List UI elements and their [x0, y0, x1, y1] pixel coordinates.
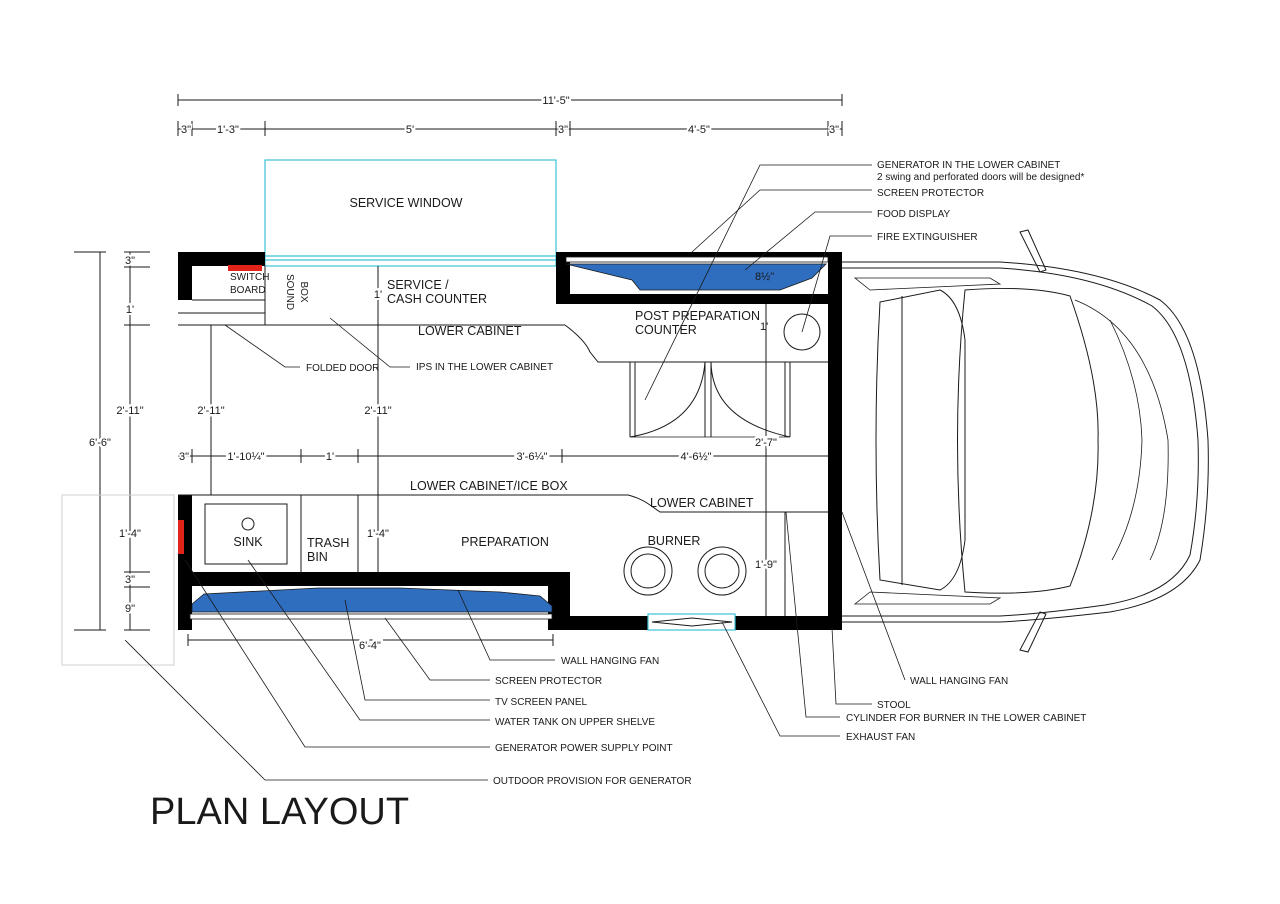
dim-h-1-10: 1'-10¼" — [227, 451, 264, 463]
post-prep-label-1: POST PREPARATION — [635, 309, 760, 323]
dim-v-3top: 3" — [125, 255, 135, 267]
callout-generator-note: 2 swing and perforated doors will be des… — [877, 172, 1084, 183]
trash-label-2: BIN — [307, 550, 328, 564]
dim-h-1: 1' — [326, 451, 334, 463]
callout-screen-protector-top: SCREEN PROTECTOR — [877, 188, 984, 199]
callout-outdoor-generator: OUTDOOR PROVISION FOR GENERATOR — [493, 776, 692, 787]
exhaust-fan-icon — [651, 617, 733, 627]
dim-v-9: 9" — [125, 603, 135, 615]
callout-cylinder-burner: CYLINDER FOR BURNER IN THE LOWER CABINET — [846, 713, 1086, 724]
burner-right-inner — [704, 553, 740, 589]
dim-in-1-9: 1'-9" — [755, 559, 777, 571]
switch-board-red-marker — [228, 265, 262, 271]
dim-3a: 3" — [181, 124, 191, 136]
switch-board-label-1: SWITCH — [230, 272, 269, 283]
callout-ips-lower-cabinet: IPS IN THE LOWER CABINET — [416, 362, 553, 373]
left-dimensions: 6'-6" 3" 1' 2'-11" 1'-4" 3" 9" — [61, 251, 175, 666]
callout-screen-protector-bottom: SCREEN PROTECTOR — [495, 676, 602, 687]
dim-1-small: 1' — [760, 321, 768, 333]
lower-cabinet-top-label: LOWER CABINET — [418, 324, 522, 338]
dim-v-1-4: 1'-4" — [119, 528, 141, 540]
preparation-label: PREPARATION — [461, 535, 549, 549]
dim-in-1-4: 1'-4" — [367, 528, 389, 540]
callout-fire-extinguisher: FIRE EXTINGUISHER — [877, 232, 978, 243]
sink-drain-icon — [241, 517, 255, 531]
post-prep-label-2: COUNTER — [635, 323, 697, 337]
page-title: PLAN LAYOUT — [150, 791, 409, 833]
burner-left — [623, 546, 673, 596]
generator-door-left — [629, 361, 706, 438]
callout-water-tank: WATER TANK ON UPPER SHELVE — [495, 717, 655, 728]
switch-board-label-2: BOARD — [230, 285, 266, 296]
dim-4-5: 4'-5" — [688, 124, 710, 136]
dim-v-1: 1' — [126, 304, 134, 316]
callout-generator-power-supply: GENERATOR POWER SUPPLY POINT — [495, 743, 673, 754]
callout-wall-hanging-fan-right: WALL HANGING FAN — [910, 676, 1008, 687]
dim-h-3-6: 3'-6¼" — [516, 451, 547, 463]
lower-cabinet-right-label: LOWER CABINET — [650, 496, 754, 510]
dim-overall-width: 6'-6" — [89, 437, 111, 449]
trash-label-1: TRASH — [307, 536, 349, 550]
tv-screen-panel — [191, 587, 553, 613]
fire-extinguisher-icon — [783, 313, 821, 351]
service-counter-label-2: CASH COUNTER — [387, 292, 487, 306]
leader-lines-right — [644, 164, 906, 737]
service-window: SERVICE WINDOW — [264, 159, 557, 267]
sink-label: SINK — [233, 535, 263, 549]
windshield — [957, 287, 1099, 594]
food-display-top — [565, 263, 827, 291]
callout-generator-lower-cabinet: GENERATOR IN THE LOWER CABINET — [877, 160, 1060, 171]
top-dimensions: 11'-5" 3" 1'-3" 5' 3" 4'-5" 3" — [177, 93, 843, 138]
dim-in-2-11-b: 2'-11" — [364, 405, 391, 417]
dim-8-half: 8½" — [755, 271, 774, 283]
lower-cabinet-ice-label: LOWER CABINET/ICE BOX — [410, 479, 568, 493]
mirror-top — [1019, 229, 1047, 273]
dim-v-2-11: 2'-11" — [116, 405, 143, 417]
callout-tv-screen-panel: TV SCREEN PANEL — [495, 697, 587, 708]
callout-food-display: FOOD DISPLAY — [877, 209, 950, 220]
mirror-bottom — [1019, 611, 1047, 653]
generator-door-right — [710, 361, 791, 438]
sink — [204, 503, 288, 565]
dim-overall-length: 11'-5" — [542, 95, 569, 107]
service-counter-label-1: SERVICE / — [387, 278, 449, 292]
van-cab — [842, 229, 1209, 653]
cab-seat-left — [875, 289, 966, 591]
burner-left-inner — [630, 553, 666, 589]
service-window-label: SERVICE WINDOW — [350, 196, 463, 210]
callout-stool: STOOL — [877, 700, 911, 711]
screen-protector-bottom — [189, 613, 553, 620]
dim-h-3: 3" — [179, 451, 189, 463]
callout-wall-hanging-fan-left: WALL HANGING FAN — [561, 656, 659, 667]
dim-in-2-7: 2'-7" — [755, 437, 777, 449]
dim-3b: 3" — [558, 124, 568, 136]
dim-3c: 3" — [829, 124, 839, 136]
burner-label: BURNER — [648, 534, 701, 548]
screen-protector-top — [565, 256, 829, 263]
dim-v-3b: 3" — [125, 574, 135, 586]
dim-in-1ft-vert: 1' — [374, 289, 382, 301]
center-dimensions: 2'-11" 2'-11" 1' 2'-7" 1'-9" 3" 1'-10¼" … — [177, 266, 828, 616]
dim-in-2-11-a: 2'-11" — [197, 405, 224, 417]
callout-exhaust-fan: EXHAUST FAN — [846, 732, 915, 743]
outdoor-generator-box — [61, 494, 175, 666]
bottom-counter-zone: LOWER CABINET/ICE BOX LOWER CABINET SINK… — [178, 479, 828, 655]
leader-lines-left — [124, 317, 555, 781]
sound-box-label-2: BOX — [298, 281, 309, 302]
exhaust-fan — [647, 613, 736, 631]
sound-box-label-1: SOUND — [284, 274, 295, 310]
dim-5: 5' — [406, 124, 414, 136]
generator-supply-red-marker — [178, 520, 184, 554]
burner-right — [697, 546, 747, 596]
dim-h-4-6: 4'-6½" — [680, 451, 711, 463]
callout-folded-door: FOLDED DOOR — [306, 363, 379, 374]
top-counter-zone: SWITCH BOARD SOUND BOX SERVICE / CASH CO… — [178, 256, 829, 438]
dim-1-3: 1'-3" — [217, 124, 239, 136]
dim-bottom-6-4: 6'-4" — [359, 640, 381, 652]
callout-labels: GENERATOR IN THE LOWER CABINET 2 swing a… — [306, 160, 1086, 787]
